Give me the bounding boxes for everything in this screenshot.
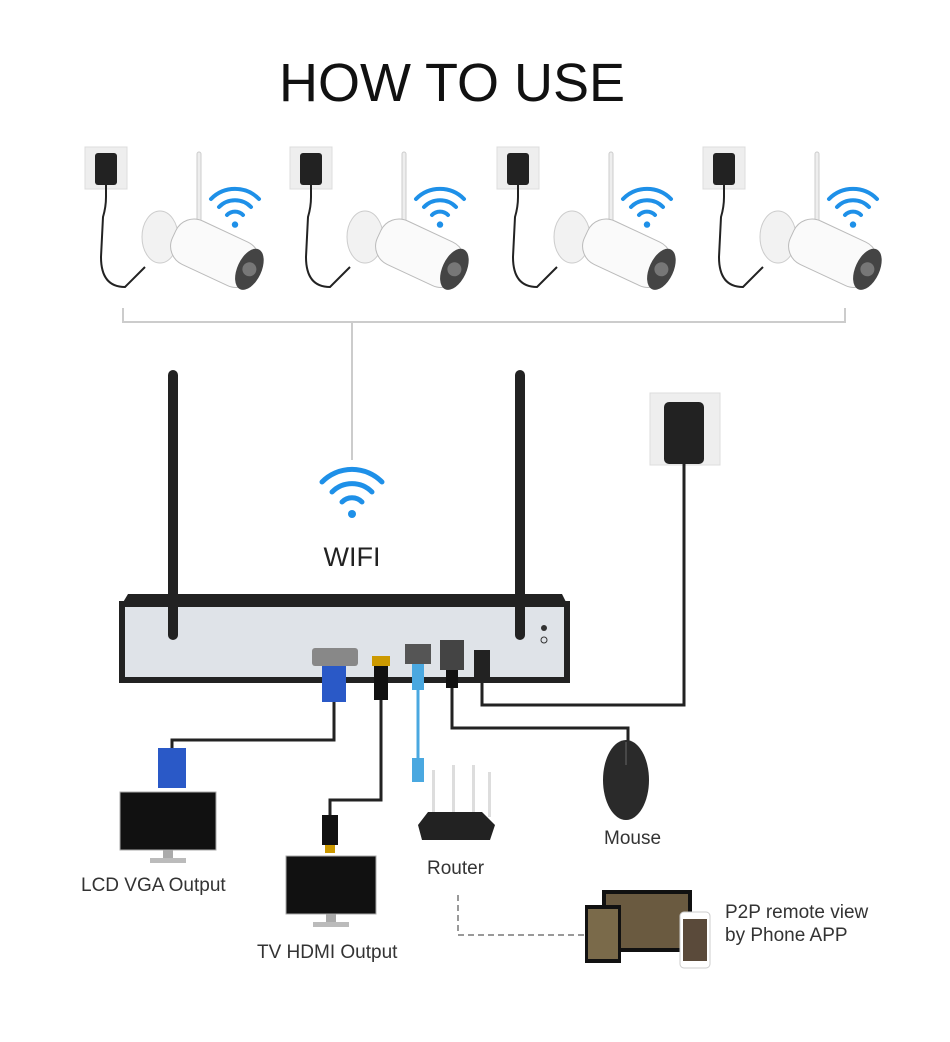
tv-icon bbox=[285, 855, 377, 927]
router-label: Router bbox=[427, 858, 485, 879]
mouse-label: Mouse bbox=[604, 828, 662, 849]
router-icon bbox=[418, 765, 495, 840]
tv-hdmi-output-label: TV HDMI Output bbox=[257, 942, 398, 963]
mouse-icon bbox=[603, 740, 649, 820]
remote-devices-icon bbox=[585, 890, 711, 969]
p2p-dashed-link bbox=[457, 895, 585, 936]
p2p-label-line1: P2P remote view bbox=[725, 902, 869, 923]
camera-1 bbox=[85, 147, 270, 296]
camera-3 bbox=[497, 147, 682, 296]
p2p-label-line2: by Phone APP bbox=[725, 925, 848, 946]
camera-4 bbox=[703, 147, 888, 296]
antenna-right bbox=[515, 370, 525, 640]
camera-2 bbox=[290, 147, 475, 296]
lcd-monitor-icon bbox=[119, 791, 217, 863]
page-title: HOW TO USE bbox=[278, 53, 626, 113]
lcd-vga-output-label: LCD VGA Output bbox=[81, 875, 226, 896]
camera-bracket bbox=[122, 308, 846, 460]
wifi-label: WIFI bbox=[323, 542, 381, 572]
antenna-left bbox=[168, 370, 178, 640]
wifi-icon bbox=[322, 469, 382, 518]
